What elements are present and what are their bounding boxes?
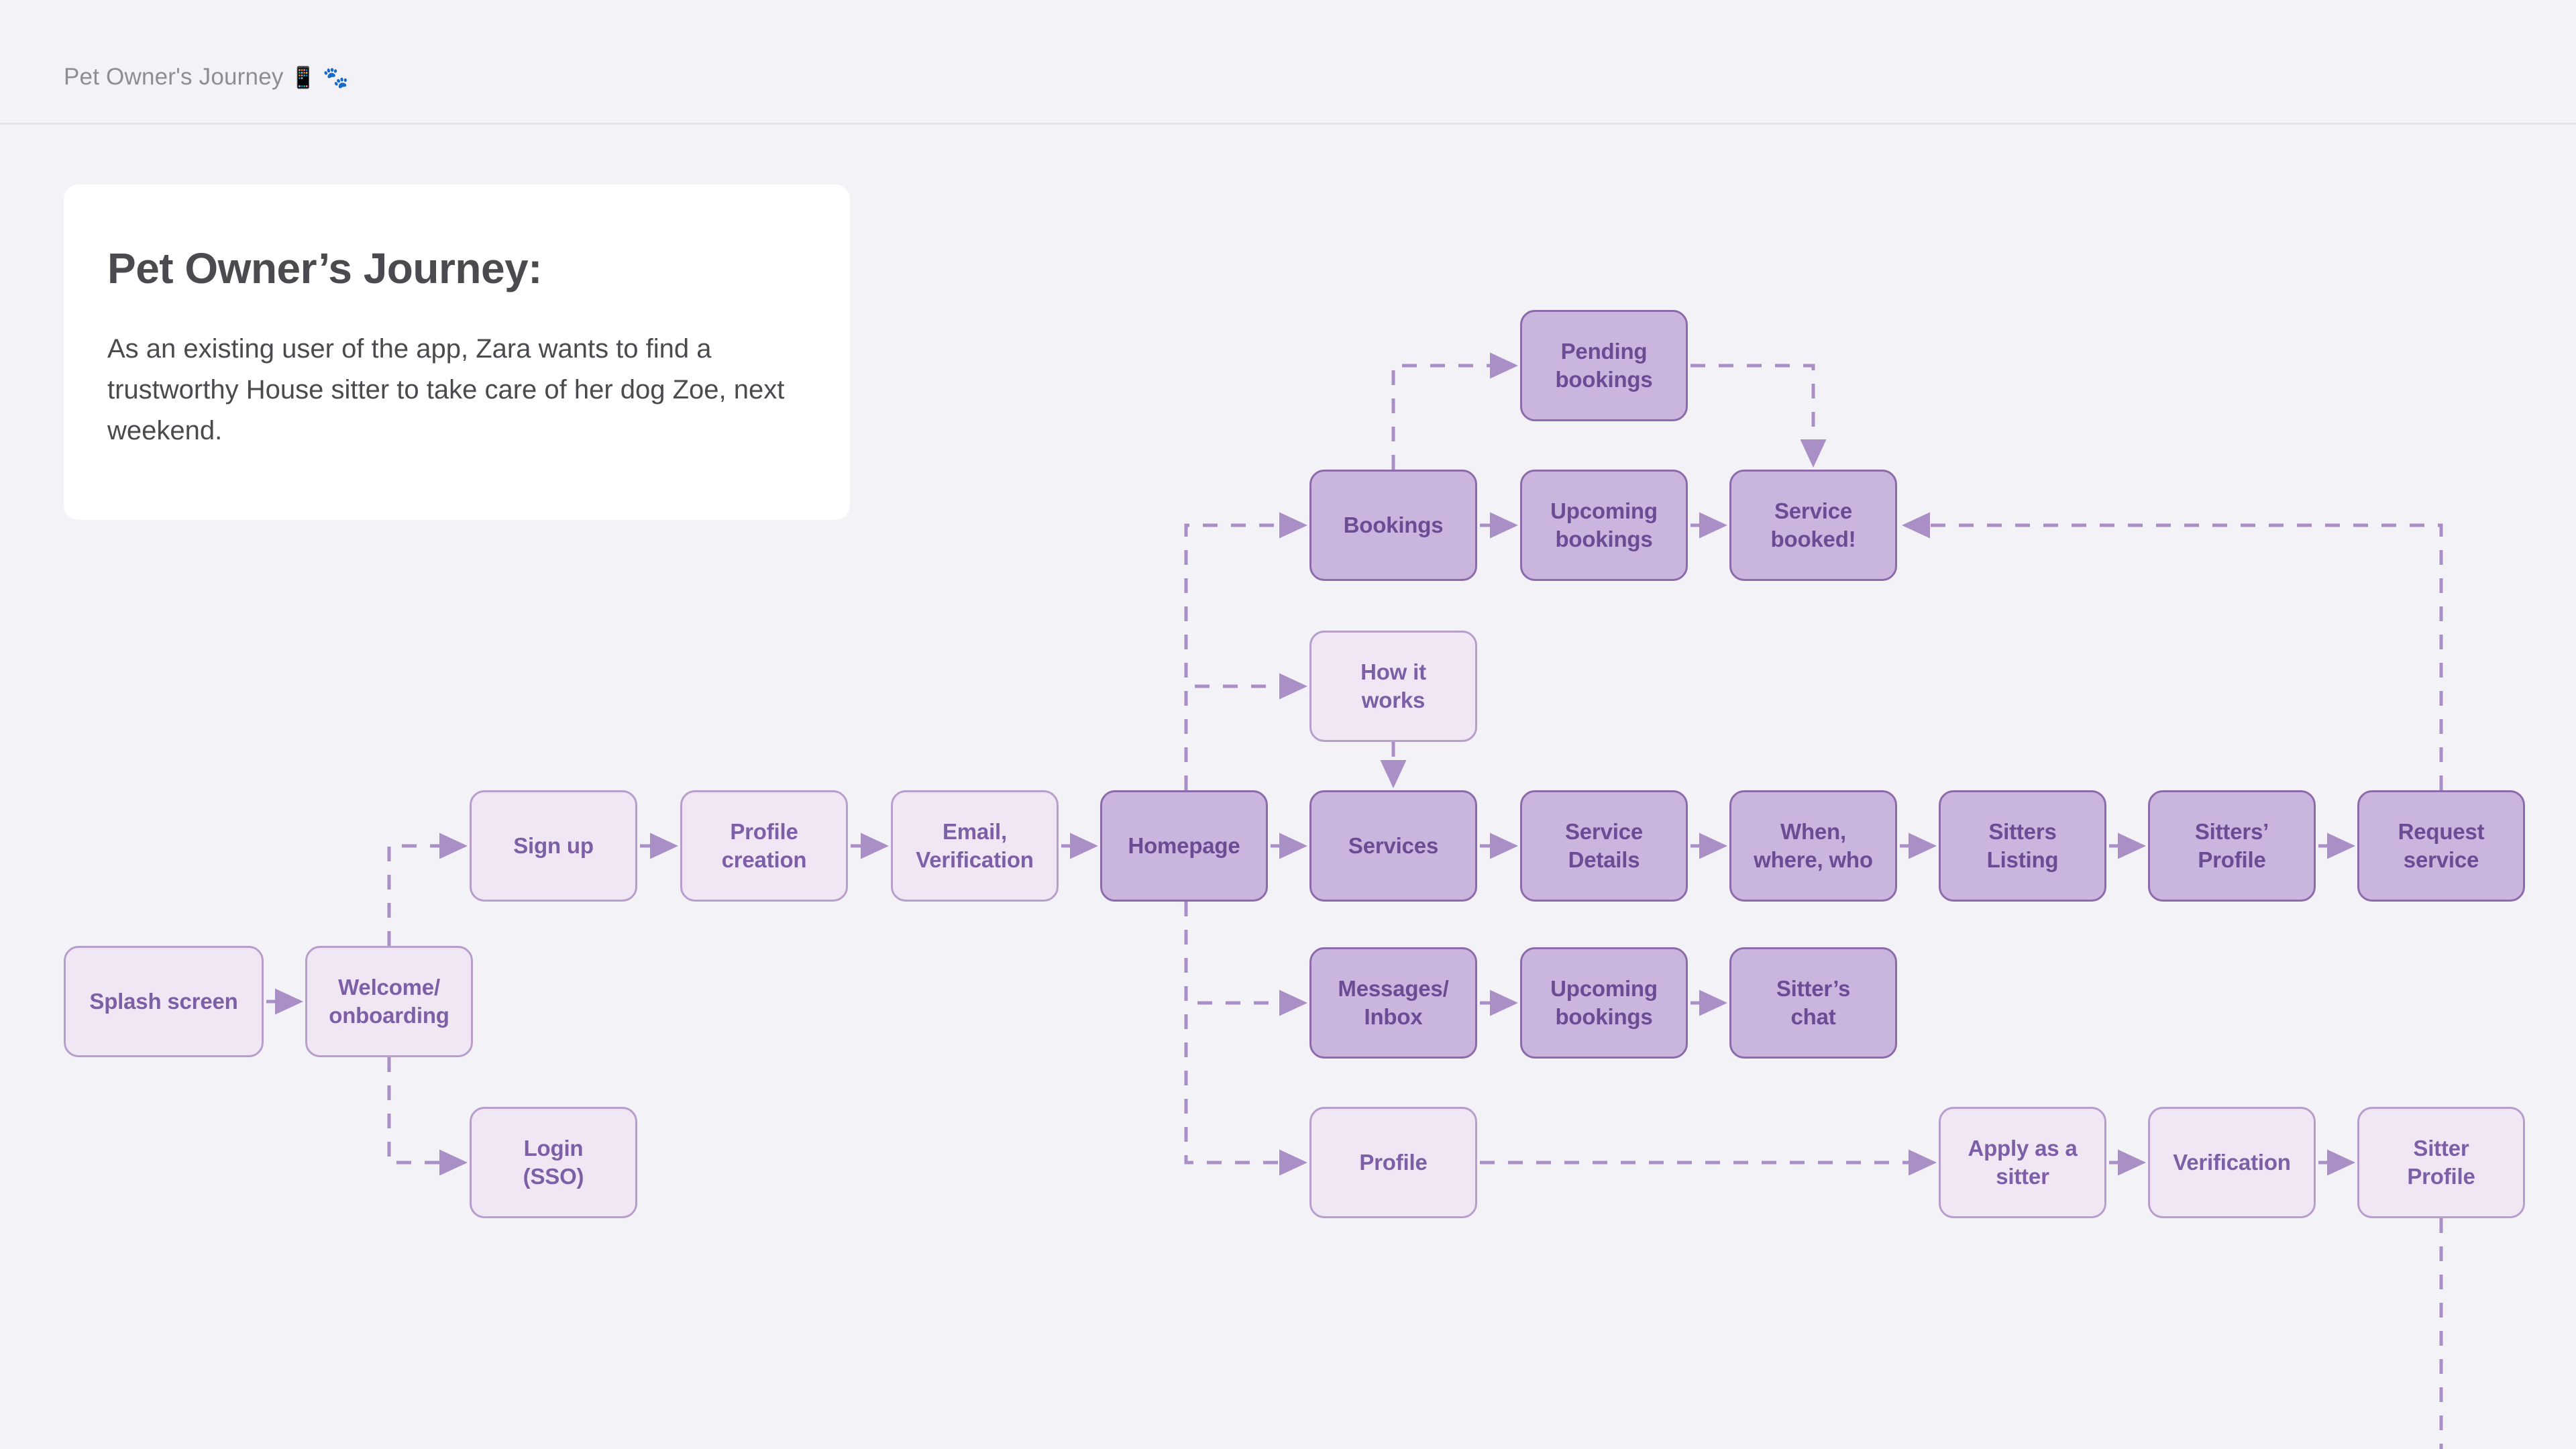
flow-node-apply-as-a-sitter[interactable]: Apply as a sitter: [1939, 1107, 2106, 1218]
edge-homepage-to-profile: [1184, 902, 1307, 1176]
flow-node-label: Sitter Profile: [2407, 1135, 2475, 1189]
flow-node-label: Pending bookings: [1555, 338, 1653, 392]
flow-node-welcome-onboarding[interactable]: Welcome/ onboarding: [305, 946, 473, 1057]
flow-node-upcoming-bookings-mid[interactable]: Upcoming bookings: [1520, 947, 1688, 1059]
edge-pending-to-service-booked: [1690, 364, 1827, 468]
flow-node-label: Services: [1348, 833, 1439, 858]
flow-node-splash-screen[interactable]: Splash screen: [64, 946, 264, 1057]
flow-node-label: Service Details: [1564, 818, 1644, 872]
flow-node-messages-inbox[interactable]: Messages/ Inbox: [1309, 947, 1477, 1059]
page-title: Pet Owner’s Journey:: [107, 244, 542, 292]
edge-request-to-service-booked: [1902, 512, 2443, 790]
flow-node-homepage[interactable]: Homepage: [1100, 790, 1268, 902]
flow-node-label: Request service: [2398, 818, 2485, 872]
flow-node-label: Login (SSO): [523, 1135, 584, 1189]
flow-node-sitters-listing[interactable]: Sitters Listing: [1939, 790, 2106, 902]
flow-node-sitter-profile[interactable]: Sitter Profile: [2357, 1107, 2525, 1218]
top-bar: Pet Owner's Journey 📱 🐾: [0, 0, 2576, 125]
flow-node-label: Profile creation: [721, 818, 807, 872]
flow-node-service-booked[interactable]: Service booked!: [1729, 470, 1897, 581]
flow-node-pending-bookings[interactable]: Pending bookings: [1520, 310, 1688, 421]
flow-node-profile[interactable]: Profile: [1309, 1107, 1477, 1218]
journey-description: As an existing user of the app, Zara wan…: [107, 334, 785, 445]
flow-node-label: Homepage: [1128, 833, 1240, 858]
flow-node-label: Sitters Listing: [1986, 818, 2059, 872]
flow-node-label: Sitters’ Profile: [2194, 818, 2269, 872]
flow-node-label: Sign up: [513, 833, 594, 858]
flow-node-request-service[interactable]: Request service: [2357, 790, 2525, 902]
edge-bookings-to-pending: [1391, 352, 1518, 470]
flow-node-label: Sitter’s chat: [1776, 975, 1851, 1029]
flow-node-label: Bookings: [1343, 512, 1444, 537]
edge-welcome-to-signup: [387, 833, 468, 946]
flow-node-when-where-who[interactable]: When, where, who: [1729, 790, 1897, 902]
flow-node-bookings[interactable]: Bookings: [1309, 470, 1477, 581]
flow-node-services[interactable]: Services: [1309, 790, 1477, 902]
flow-node-sign-up[interactable]: Sign up: [470, 790, 637, 902]
flow-node-label: Upcoming bookings: [1550, 498, 1658, 551]
flow-node-upcoming-bookings-top[interactable]: Upcoming bookings: [1520, 470, 1688, 581]
edge-welcome-to-login: [387, 1057, 468, 1176]
flow-node-label: Splash screen: [89, 988, 238, 1014]
flow-node-label: Service booked!: [1770, 498, 1856, 551]
flow-node-login-sso[interactable]: Login (SSO): [470, 1107, 637, 1218]
flow-node-sitters-profile[interactable]: Sitters’ Profile: [2148, 790, 2316, 902]
flow-node-label: Verification: [2173, 1149, 2291, 1175]
flow-node-sitters-chat[interactable]: Sitter’s chat: [1729, 947, 1897, 1059]
flow-node-label: Apply as a sitter: [1968, 1135, 2078, 1189]
flow-node-how-it-works[interactable]: How it works: [1309, 631, 1477, 742]
flow-node-label: Email, Verification: [916, 818, 1034, 872]
flow-node-profile-creation[interactable]: Profile creation: [680, 790, 848, 902]
breadcrumb: Pet Owner's Journey 📱 🐾: [64, 64, 349, 91]
flow-node-label: How it works: [1360, 659, 1426, 712]
flow-node-label: Messages/ Inbox: [1338, 975, 1449, 1029]
paw-prints-icon: 🐾: [323, 66, 350, 89]
flow-node-email-verification[interactable]: Email, Verification: [891, 790, 1059, 902]
edge-homepage-to-messages: [1184, 902, 1307, 1016]
flow-node-service-details[interactable]: Service Details: [1520, 790, 1688, 902]
breadcrumb-label: Pet Owner's Journey: [64, 64, 284, 90]
flow-node-label: Welcome/ onboarding: [329, 974, 449, 1028]
journey-intro-card: Pet Owner’s Journey: As an existing user…: [64, 184, 850, 520]
flow-node-label: Upcoming bookings: [1550, 975, 1658, 1029]
edge-homepage-to-how-it-works: [1184, 673, 1307, 790]
phone-icon: 📱: [290, 66, 317, 89]
flow-node-label: When, where, who: [1754, 818, 1873, 872]
flow-node-sitter-verification[interactable]: Verification: [2148, 1107, 2316, 1218]
flow-node-label: Profile: [1359, 1149, 1428, 1175]
edge-homepage-to-bookings: [1184, 512, 1307, 790]
